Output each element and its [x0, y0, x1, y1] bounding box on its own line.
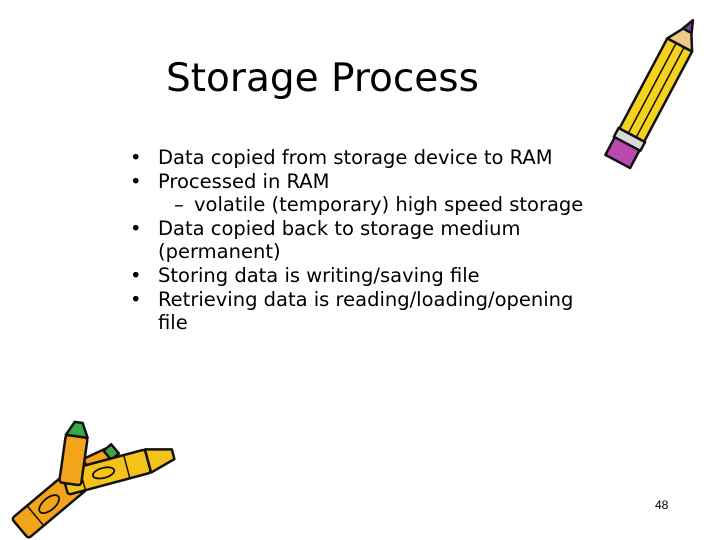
bullet-item: • Processed in RAM	[128, 170, 668, 194]
bullet-list: • Data copied from storage device to RAM…	[128, 146, 668, 335]
bullet-text: Processed in RAM	[158, 169, 330, 193]
bullet-item: • Data copied from storage device to RAM	[128, 146, 668, 170]
bullet-text-line: Data copied back to storage medium	[158, 216, 521, 240]
slide-title: Storage Process	[166, 56, 479, 101]
sub-bullet-marker: –	[174, 193, 184, 217]
bullet-item: • Data copied back to storage medium (pe…	[128, 217, 668, 264]
sub-bullet-item: – volatile (temporary) high speed storag…	[128, 193, 668, 217]
bullet-text: Storing data is writing/saving file	[158, 263, 480, 287]
page-number: 48	[655, 498, 669, 512]
bullet-item: • Storing data is writing/saving file	[128, 264, 668, 288]
bullet-text-line: Retrieving data is reading/loading/openi…	[158, 287, 574, 311]
bullet-marker: •	[130, 216, 142, 240]
bullet-marker: •	[130, 287, 142, 311]
bullet-text-line: (permanent)	[158, 240, 281, 264]
bullet-marker: •	[130, 169, 142, 193]
sub-bullet-text: volatile (temporary) high speed storage	[194, 193, 584, 217]
bullet-marker: •	[130, 263, 142, 287]
bullet-text-line: file	[158, 311, 188, 335]
bullet-text: Data copied from storage device to RAM	[158, 146, 553, 169]
bullet-item: • Retrieving data is reading/loading/ope…	[128, 288, 668, 335]
bullet-marker: •	[130, 146, 142, 169]
